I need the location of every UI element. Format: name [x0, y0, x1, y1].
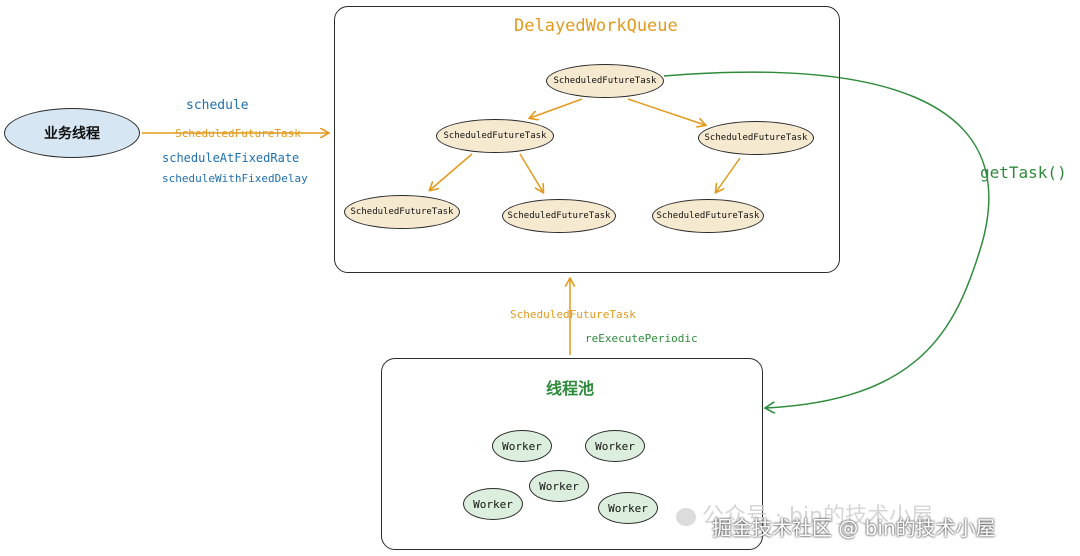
tree-arrow-root-left — [530, 98, 583, 118]
worker-node-5: Worker — [598, 492, 658, 524]
method-schedule-label: schedule — [186, 98, 249, 113]
business-thread-node: 业务线程 — [4, 108, 140, 158]
method-fixed-rate-label: scheduleAtFixedRate — [162, 151, 300, 165]
queue-title: DelayedWorkQueue — [514, 16, 678, 36]
task-node-leaf-2: ScheduledFutureTask — [502, 199, 616, 233]
thread-pool-box — [381, 358, 763, 550]
delayed-work-queue-box — [334, 6, 840, 273]
method-fixed-delay-label: scheduleWithFixedDelay — [162, 172, 308, 185]
worker-node-1: Worker — [492, 430, 552, 462]
wechat-icon — [676, 508, 696, 526]
worker-node-4: Worker — [463, 488, 523, 520]
tree-arrow-right-child — [716, 157, 741, 192]
task-node-right: ScheduledFutureTask — [698, 121, 814, 155]
submit-task-label: ScheduledFutureTask — [175, 127, 301, 140]
watermark-juejin: 掘金技术社区 @ bin的技术小屋 — [712, 516, 996, 540]
watermark-wechat-text: 公众号 · bin的技术小屋 — [702, 504, 934, 529]
tree-arrow-left-right — [519, 153, 543, 192]
get-task-label: getTask() — [980, 163, 1067, 182]
tree-arrow-root-right — [627, 98, 705, 125]
get-task-arrow — [663, 71, 990, 408]
watermark-wechat: 公众号 · bin的技术小屋 — [676, 498, 933, 530]
task-node-leaf-1: ScheduledFutureTask — [344, 195, 460, 229]
worker-node-2: Worker — [585, 430, 645, 462]
thread-pool-title: 线程池 — [546, 379, 595, 398]
tree-arrow-left-left — [430, 153, 473, 190]
task-node-left: ScheduledFutureTask — [436, 119, 554, 153]
task-node-root: ScheduledFutureTask — [546, 64, 664, 98]
reexecute-periodic-label: reExecutePeriodic — [585, 332, 698, 345]
requeue-task-label: ScheduledFutureTask — [510, 308, 636, 321]
worker-node-3: Worker — [529, 470, 589, 502]
task-node-leaf-3: ScheduledFutureTask — [652, 199, 764, 233]
